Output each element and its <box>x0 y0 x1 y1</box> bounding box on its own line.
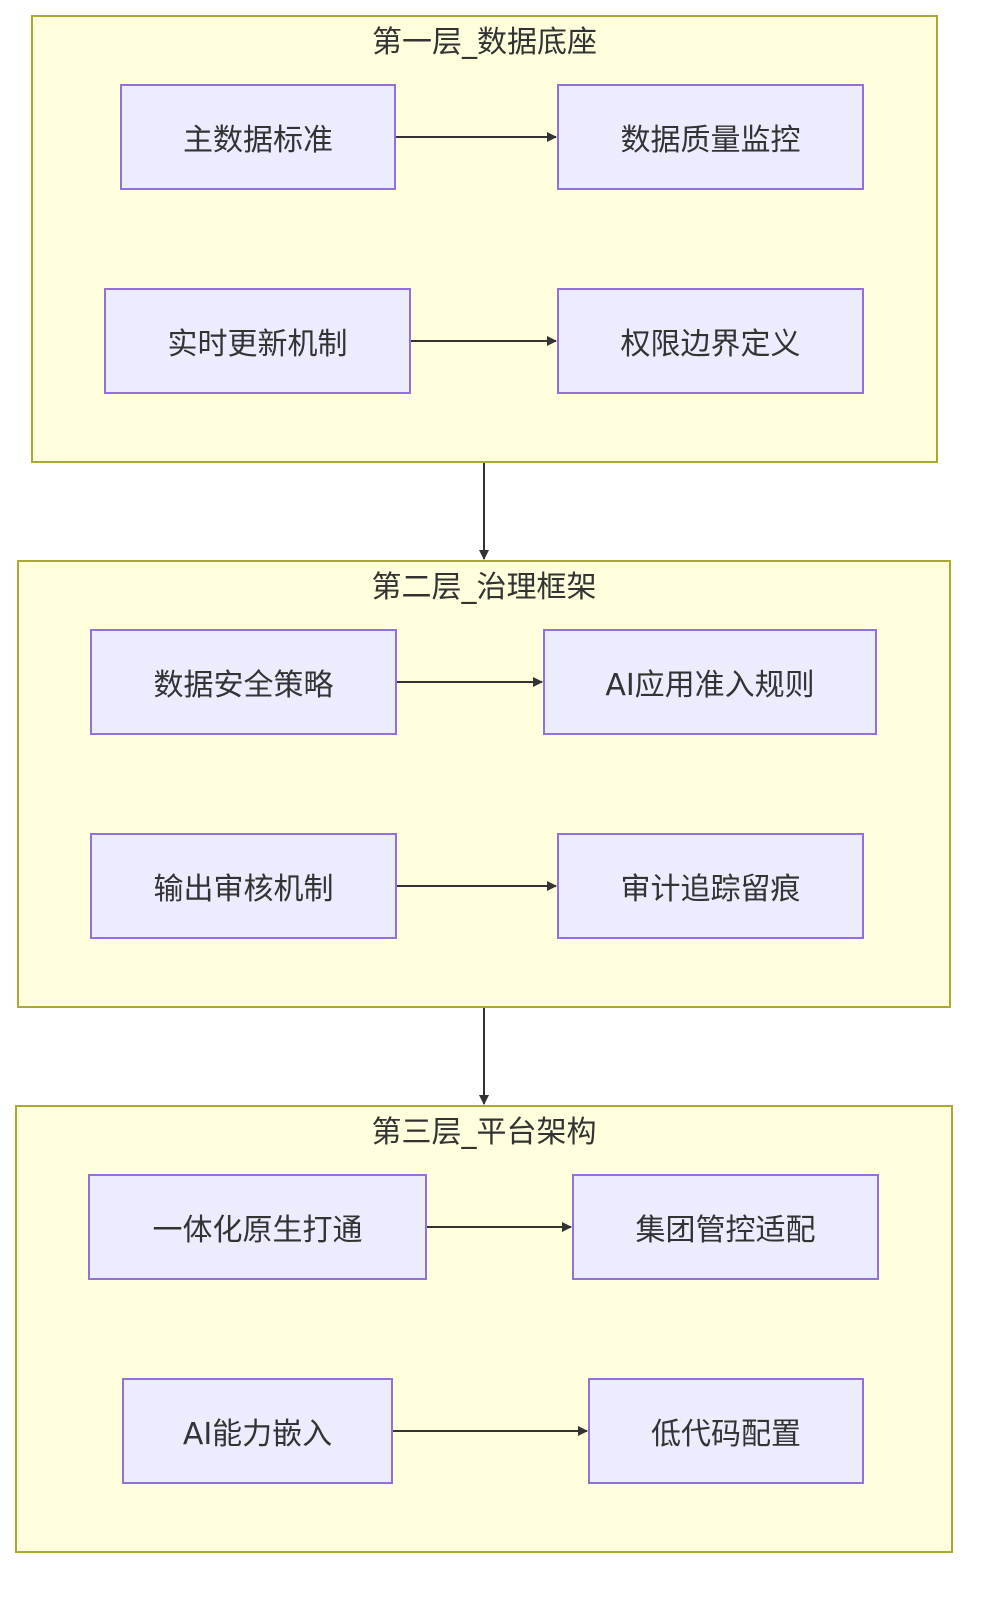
node-group-control-adaptation[interactable]: 集团管控适配 <box>572 1174 879 1280</box>
node-integrated-native[interactable]: 一体化原生打通 <box>88 1174 427 1280</box>
node-data-quality-monitoring[interactable]: 数据质量监控 <box>557 84 864 190</box>
node-realtime-update-mechanism[interactable]: 实时更新机制 <box>104 288 411 394</box>
node-low-code-config[interactable]: 低代码配置 <box>588 1378 864 1484</box>
node-output-review-mechanism[interactable]: 输出审核机制 <box>90 833 397 939</box>
layer-2-cluster: 第二层_治理框架 <box>17 560 951 1008</box>
node-audit-trail[interactable]: 审计追踪留痕 <box>557 833 864 939</box>
node-ai-access-rules[interactable]: AI应用准入规则 <box>543 629 877 735</box>
node-master-data-standard[interactable]: 主数据标准 <box>120 84 396 190</box>
layer-3-cluster: 第三层_平台架构 <box>15 1105 953 1553</box>
node-permission-boundary-definition[interactable]: 权限边界定义 <box>557 288 864 394</box>
layer-2-title: 第二层_治理框架 <box>371 570 597 605</box>
node-ai-capability-embed[interactable]: AI能力嵌入 <box>122 1378 393 1484</box>
layer-1-cluster: 第一层_数据底座 <box>31 15 938 463</box>
layer-1-title: 第一层_数据底座 <box>372 25 597 60</box>
node-data-security-policy[interactable]: 数据安全策略 <box>90 629 397 735</box>
layer-3-title: 第三层_平台架构 <box>371 1115 597 1150</box>
